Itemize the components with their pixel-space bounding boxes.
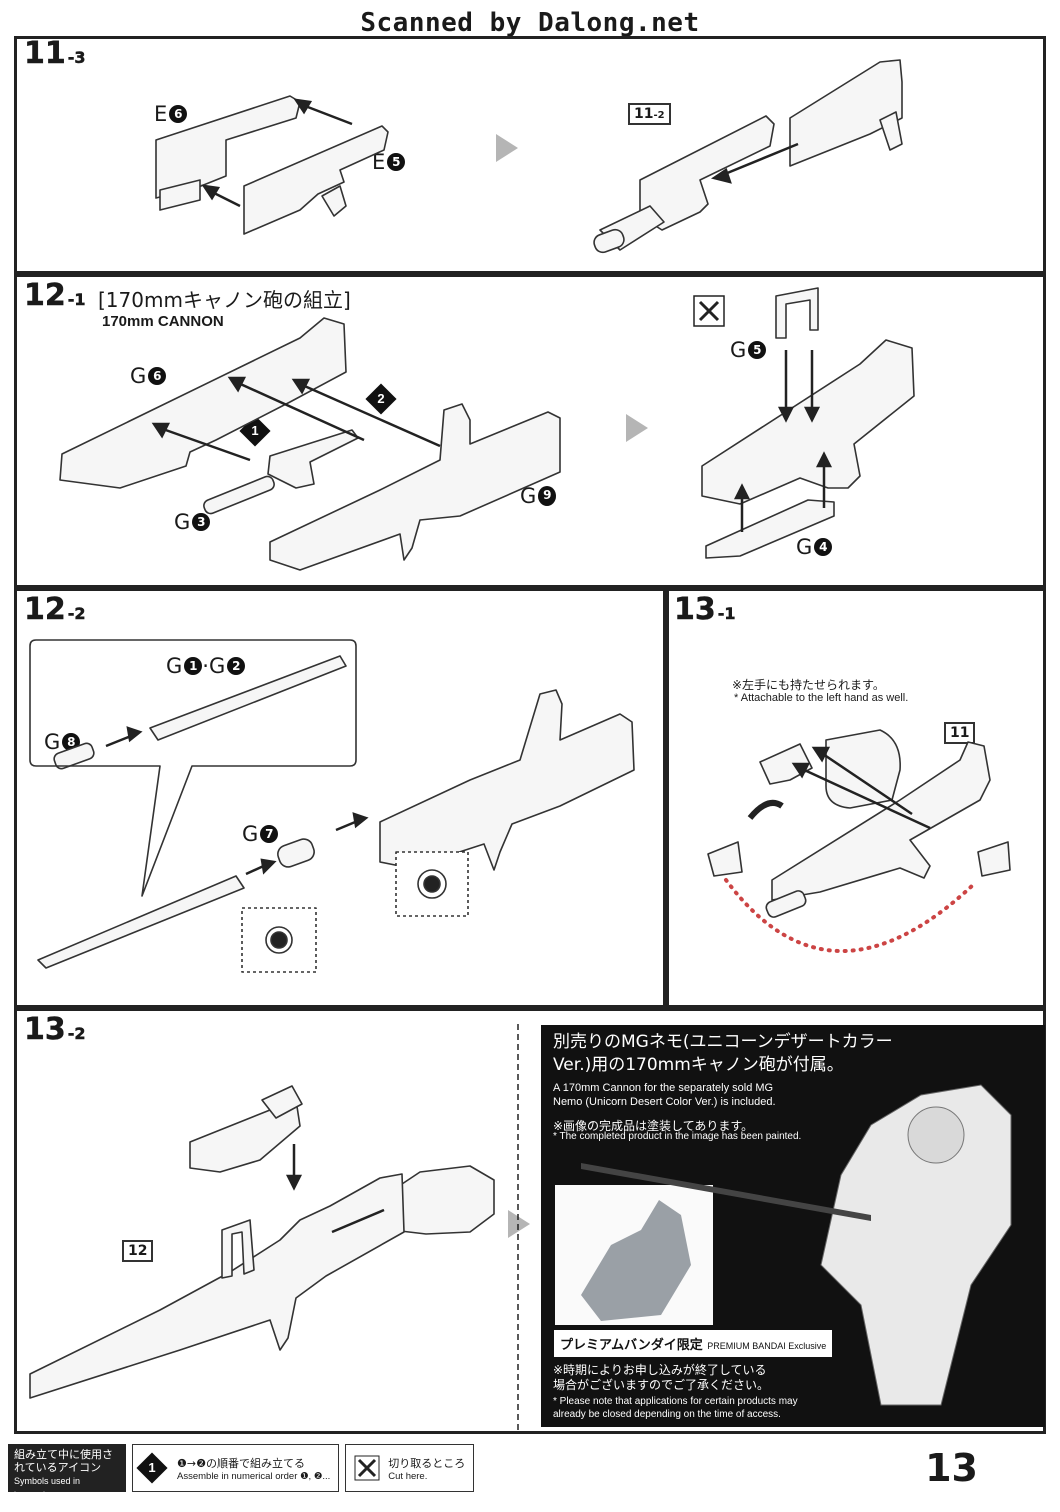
step-13-2-label: 13-2 — [24, 1012, 86, 1048]
promo-heading-jp: 別売りのMGネモ(ユニコーンデザートカラーVer.)用の170mmキャノン砲が付… — [553, 1032, 893, 1075]
left-hand-note-jp: ※左手にも持たせられます。 — [732, 678, 885, 692]
step-11-3-label: 11-3 — [24, 36, 86, 72]
page-number: 13 — [925, 1446, 978, 1490]
scan-credit: Scanned by Dalong.net — [360, 8, 700, 38]
promo-product-photo — [555, 1084, 1012, 1406]
promo-paint-note-en: * The completed product in the image has… — [553, 1131, 802, 1142]
step-12-1-label: 12-1 — [24, 278, 86, 314]
promo-heading-en: A 170mm Cannon for the separately sold M… — [553, 1082, 776, 1108]
flow-arrow — [508, 1210, 530, 1238]
left-hand-note-en: * Attachable to the left hand as well. — [734, 692, 909, 704]
nipper-icon — [354, 1455, 380, 1481]
step-title-en: 170mm CANNON — [102, 313, 224, 330]
icon-legend: 組み立て中に使用されているアイコン Symbols used in instru… — [8, 1444, 475, 1500]
legend-cut: 切り取るところ Cut here. — [345, 1444, 475, 1492]
legend-title: 組み立て中に使用されているアイコン Symbols used in instru… — [8, 1444, 126, 1500]
promo-panel: 別売りのMGネモ(ユニコーンデザートカラーVer.)用の170mmキャノン砲が付… — [541, 1025, 1045, 1427]
promo-period-note-en: * Please note that applications for cert… — [553, 1396, 798, 1420]
subassembly-ref-11: 11 — [944, 722, 976, 744]
order-icon: 1 — [136, 1452, 168, 1484]
step-13-1-frame — [666, 588, 1046, 1008]
flow-arrow — [496, 134, 518, 162]
promo-period-note-jp: ※時期によりお申し込みが終了している場合がございますのでご了承ください。 — [553, 1363, 770, 1392]
subassembly-ref-12: 12 — [122, 1240, 154, 1262]
subassembly-ref-11-2: 11-2 — [628, 103, 671, 125]
promo-paint-note-jp: ※画像の完成品は塗装してあります。 — [553, 1119, 754, 1133]
legend-order: 1 ❶→❷の順番で組み立てる Assemble in numerical ord… — [132, 1444, 340, 1492]
step-13-1-label: 13-1 — [674, 592, 736, 628]
step-12-2-label: 12-2 — [24, 592, 86, 628]
premium-bandai-badge: プレミアムバンダイ限定 PREMIUM BANDAI Exclusive — [554, 1330, 833, 1357]
flow-arrow — [626, 414, 648, 442]
step-title-jp: [170mmキャノン砲の組立] — [98, 288, 351, 312]
